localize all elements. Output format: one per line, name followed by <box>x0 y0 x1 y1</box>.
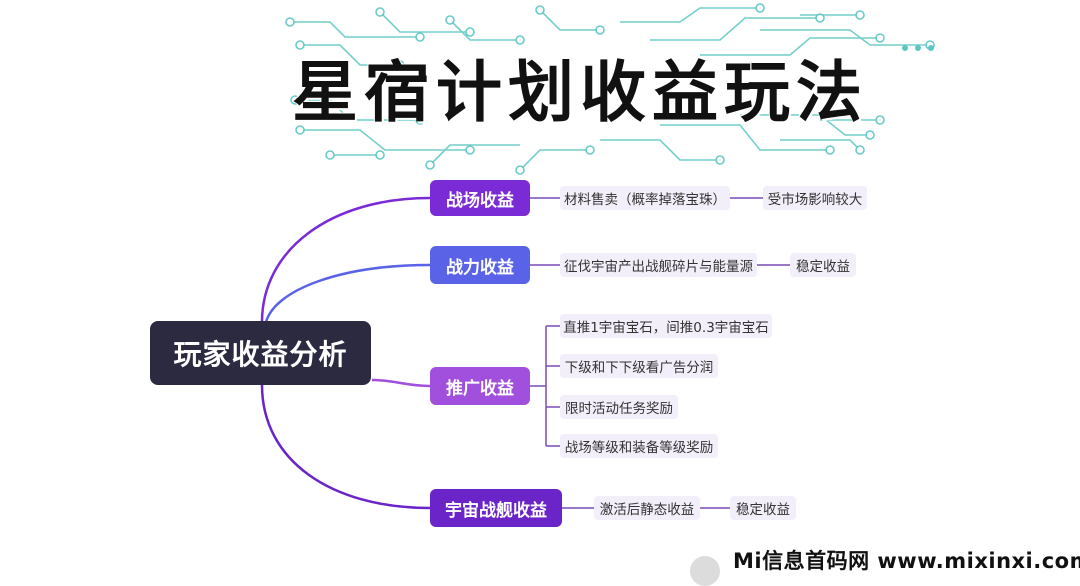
circuit-decoration <box>285 3 935 175</box>
leaf-level-reward: 战场等级和装备等级奖励 <box>560 434 718 458</box>
root-node: 玩家收益分析 <box>150 321 371 385</box>
branch-combat-power: 战力收益 <box>430 246 530 284</box>
leaf-static-income: 激活后静态收益 <box>594 496 700 520</box>
leaf-stable-income-1: 稳定收益 <box>790 253 856 277</box>
leaf-stable-income-2: 稳定收益 <box>730 496 796 520</box>
leaf-material-sale: 材料售卖（概率掉落宝珠） <box>560 186 730 210</box>
leaf-limited-event: 限时活动任务奖励 <box>560 395 678 419</box>
edge-root-b1 <box>260 196 431 323</box>
watermark-text: Mi信息首码网 www.mixinxi.com <box>733 549 1080 573</box>
leaf-direct-referral: 直推1宇宙宝石，间推0.3宇宙宝石 <box>560 314 772 338</box>
branch-promotion: 推广收益 <box>430 367 530 405</box>
page-title: 星宿计划收益玩法 <box>292 54 868 131</box>
branch-battlefield: 战场收益 <box>430 180 530 216</box>
watermark-logo-icon <box>690 556 720 586</box>
branch-battleship: 宇宙战舰收益 <box>430 489 562 527</box>
leaf-market-influence: 受市场影响较大 <box>763 186 867 210</box>
leaf-conquer-output: 征伐宇宙产出战舰碎片与能量源 <box>560 253 757 277</box>
edge-root-b2 <box>264 263 431 323</box>
edge-root-b3 <box>371 378 431 388</box>
leaf-ad-share: 下级和下下级看广告分润 <box>560 354 718 378</box>
mindmap-connectors <box>260 196 790 510</box>
edge-root-b4 <box>260 384 431 510</box>
